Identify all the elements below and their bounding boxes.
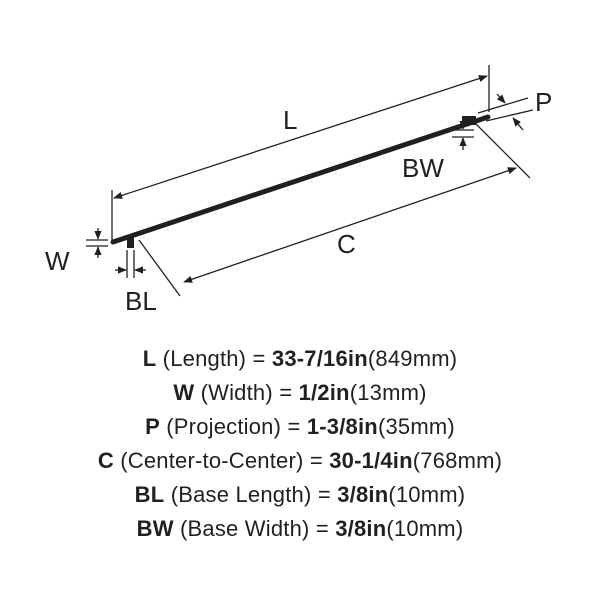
spec-value: 30-1/4in [329,448,413,473]
projection-extension-top [477,97,529,114]
center-extension-right [475,123,531,179]
center-to-center-label: C [337,229,356,259]
width-label: W [45,246,70,276]
spec-metric: (768mm) [412,448,503,473]
spec-code: W [173,380,195,405]
spec-value: 3/8in [335,516,387,541]
spec-description: (Center-to-Center) = [113,448,330,473]
spec-description: (Length) = [156,346,272,371]
spec-length: L (Length) = 33-7/16in(849mm) [0,342,600,376]
left-post [127,236,134,248]
spec-value: 3/8in [337,482,389,507]
spec-code: L [142,346,157,371]
spec-metric: (10mm) [388,482,466,507]
center-dimension-line [183,167,517,283]
spec-value: 33-7/16in [271,346,368,371]
spec-description: (Base Length) = [164,482,338,507]
spec-code: BL [134,482,165,507]
spec-base-length: BL (Base Length) = 3/8in(10mm) [0,478,600,512]
spec-description: (Base Width) = [173,516,336,541]
spec-description: (Projection) = [159,414,307,439]
spec-metric: (10mm) [386,516,464,541]
spec-metric: (35mm) [377,414,455,439]
spec-description: (Width) = [194,380,299,405]
spec-projection: P (Projection) = 1-3/8in(35mm) [0,410,600,444]
spec-value: 1-3/8in [306,414,378,439]
projection-extension-bottom [485,109,534,122]
right-post [462,116,476,125]
center-extension-left [138,239,181,297]
spec-metric: (13mm) [349,380,427,405]
base-width-label: BW [402,153,444,183]
spec-value: 1/2in [298,380,350,405]
pull-dimension-diagram: L C W BL BW P [45,65,552,316]
projection-label: P [535,87,552,117]
spec-code: BW [136,516,174,541]
dimension-specs: L (Length) = 33-7/16in(849mm) W (Width) … [0,342,600,546]
projection-arrow-top [496,93,506,104]
spec-metric: (849mm) [367,346,458,371]
spec-width: W (Width) = 1/2in(13mm) [0,376,600,410]
spec-code: C [97,448,114,473]
spec-base-width: BW (Base Width) = 3/8in(10mm) [0,512,600,546]
length-label: L [283,105,297,135]
projection-arrow-bottom [512,117,524,131]
spec-center-to-center: C (Center-to-Center) = 30-1/4in(768mm) [0,444,600,478]
base-length-label: BL [125,286,157,316]
length-dimension-line [113,75,488,199]
spec-code: P [145,414,160,439]
